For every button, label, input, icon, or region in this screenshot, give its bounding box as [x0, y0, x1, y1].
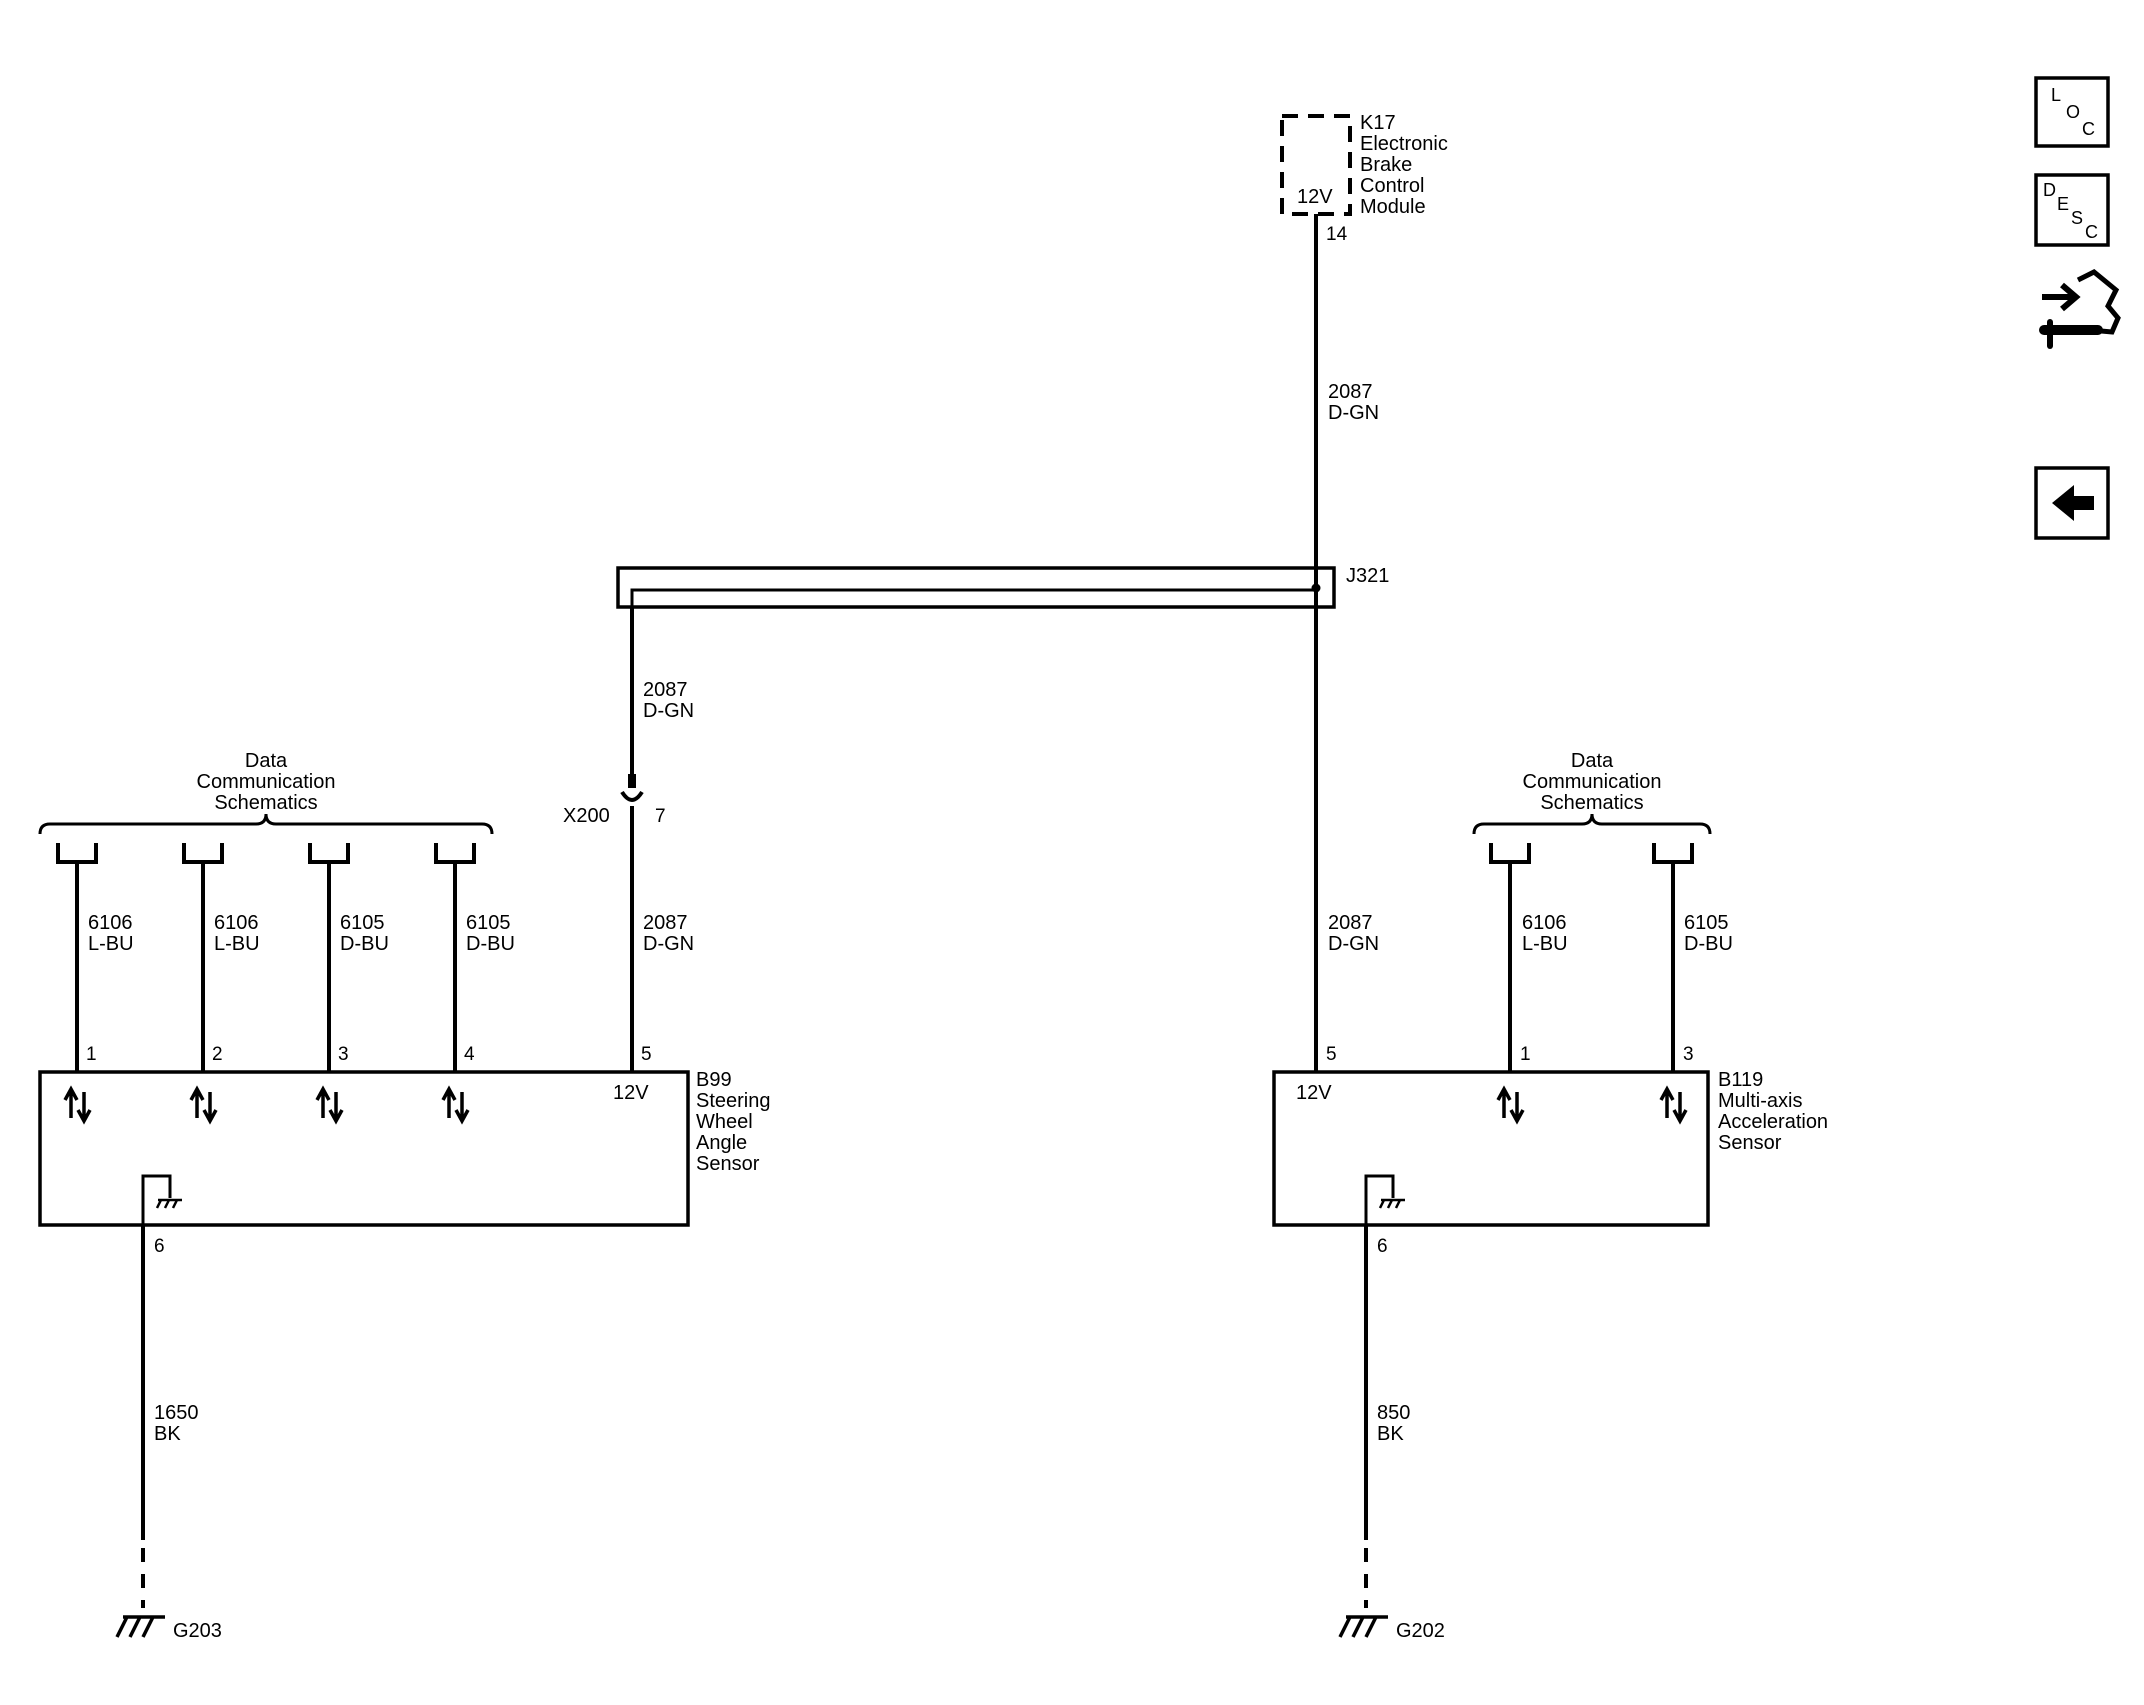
b119-module: 5 1 3 12V B119 Multi-axis Acceleration S…: [1272, 1044, 1828, 1257]
k17-label-line5: Module: [1360, 196, 1426, 218]
loc-letter-c: C: [2082, 119, 2095, 139]
desc-letter-c: C: [2085, 222, 2098, 242]
wire-b119-gnd-circuit: 850: [1377, 1402, 1410, 1424]
b99-label-line2: Steering: [696, 1090, 771, 1112]
wire-b99-gnd-circuit: 1650: [154, 1402, 199, 1424]
ground-g203-icon: [115, 1615, 165, 1638]
wire-b99-1-color: L-BU: [88, 933, 134, 955]
b99-pin-3: 3: [338, 1044, 349, 1065]
x200-label: X200: [563, 805, 610, 827]
b99-internal-ground-icon: [141, 1174, 182, 1225]
b99-pin-5: 5: [641, 1044, 652, 1065]
b119-pin-5: 5: [1326, 1044, 1337, 1065]
dcs-left-line3: Schematics: [214, 792, 317, 814]
b119-pin-3: 3: [1683, 1044, 1694, 1065]
desc-letter-e: E: [2057, 194, 2069, 214]
b119-label-line4: Sensor: [1718, 1132, 1782, 1154]
wire-b99-2-color: L-BU: [214, 933, 260, 955]
loc-letter-o: O: [2066, 102, 2080, 122]
data-communication-schematics-left[interactable]: Data Communication Schematics: [38, 750, 494, 835]
wire-j321-x200-circuit: 2087: [643, 679, 688, 701]
wire-b119-3-circuit: 6105: [1684, 912, 1729, 934]
b119-data-arrows: [1496, 1085, 1688, 1125]
desc-letter-s: S: [2071, 208, 2083, 228]
b119-label-line3: Acceleration: [1718, 1111, 1828, 1133]
b99-data-arrows: [63, 1085, 470, 1125]
b99-label-line1: B99: [696, 1069, 732, 1091]
b119-pin-6: 6: [1377, 1236, 1388, 1257]
wire-b99-1-circuit: 6106: [88, 912, 133, 934]
dcs-left-connectors: [56, 843, 476, 864]
loc-button[interactable]: L O C: [2034, 76, 2110, 148]
wire-x200-b99-color: D-GN: [643, 933, 694, 955]
b119-internal-ground-icon: [1364, 1174, 1405, 1225]
wire-k17-j321-circuit: 2087: [1328, 381, 1373, 403]
dcs-right-line1: Data: [1571, 750, 1614, 772]
connector-tool-icon[interactable]: [2039, 269, 2121, 349]
b99-module: 1 2 3 4 5 12V B99 Steering Wheel Angle S…: [38, 1044, 771, 1257]
wire-k17-j321-color: D-GN: [1328, 402, 1379, 424]
k17-module: K17 Electronic Brake Control Module 12V …: [1280, 112, 1448, 245]
b99-label-line3: Wheel: [696, 1111, 753, 1133]
wire-b119-1-circuit: 6106: [1522, 912, 1567, 934]
b119-label-line1: B119: [1718, 1069, 1763, 1091]
b99-pin-4: 4: [464, 1044, 475, 1065]
back-button[interactable]: [2034, 466, 2110, 540]
dcs-left-line1: Data: [245, 750, 288, 772]
dcs-right-connectors: [1489, 843, 1694, 864]
x200-pin-7: 7: [655, 806, 666, 827]
dcs-right-line2: Communication: [1523, 771, 1662, 793]
wire-b99-gnd-color: BK: [154, 1423, 181, 1445]
b99-label-line4: Angle: [696, 1132, 747, 1154]
wire-j321-b119-circuit: 2087: [1328, 912, 1373, 934]
loc-letter-l: L: [2051, 85, 2061, 105]
wire-b119-gnd-color: BK: [1377, 1423, 1404, 1445]
k17-voltage: 12V: [1297, 186, 1333, 208]
desc-button[interactable]: D E S C: [2034, 173, 2110, 247]
k17-label-line1: K17: [1360, 112, 1396, 134]
wire-j321-x200-color: D-GN: [643, 700, 694, 722]
b99-label-line5: Sensor: [696, 1153, 760, 1175]
wire-b99-4-circuit: 6105: [466, 912, 511, 934]
dcs-left-line2: Communication: [197, 771, 336, 793]
wire-b99-4-color: D-BU: [466, 933, 515, 955]
b99-pin-1: 1: [86, 1044, 97, 1065]
data-communication-schematics-right[interactable]: Data Communication Schematics: [1472, 750, 1712, 835]
wire-b119-1-color: L-BU: [1522, 933, 1568, 955]
b99-pin-6: 6: [154, 1236, 165, 1257]
arrow-left-icon: [2052, 485, 2094, 521]
wire-j321-b119-color: D-GN: [1328, 933, 1379, 955]
wire-b99-2-circuit: 6106: [214, 912, 259, 934]
b119-label-line2: Multi-axis: [1718, 1090, 1802, 1112]
b99-pin-2: 2: [212, 1044, 223, 1065]
b119-voltage: 12V: [1296, 1082, 1332, 1104]
wire-b99-3-color: D-BU: [340, 933, 389, 955]
ground-g202-label: G202: [1396, 1620, 1445, 1642]
wire-x200-b99-circuit: 2087: [643, 912, 688, 934]
dcs-right-line3: Schematics: [1540, 792, 1643, 814]
desc-letter-d: D: [2043, 180, 2056, 200]
b119-pin-1: 1: [1520, 1044, 1531, 1065]
j321-splice-pack: J321: [616, 565, 1389, 609]
b99-voltage: 12V: [613, 1082, 649, 1104]
k17-label-line2: Electronic: [1360, 133, 1448, 155]
x200-connector: X200 7: [563, 774, 666, 827]
k17-label-line3: Brake: [1360, 154, 1412, 176]
k17-label-line4: Control: [1360, 175, 1424, 197]
k17-pin-14: 14: [1326, 224, 1348, 245]
wire-b119-3-color: D-BU: [1684, 933, 1733, 955]
ground-g203-label: G203: [173, 1620, 222, 1642]
j321-label: J321: [1346, 565, 1389, 587]
ground-g202-icon: [1338, 1615, 1388, 1638]
wire-b99-3-circuit: 6105: [340, 912, 385, 934]
